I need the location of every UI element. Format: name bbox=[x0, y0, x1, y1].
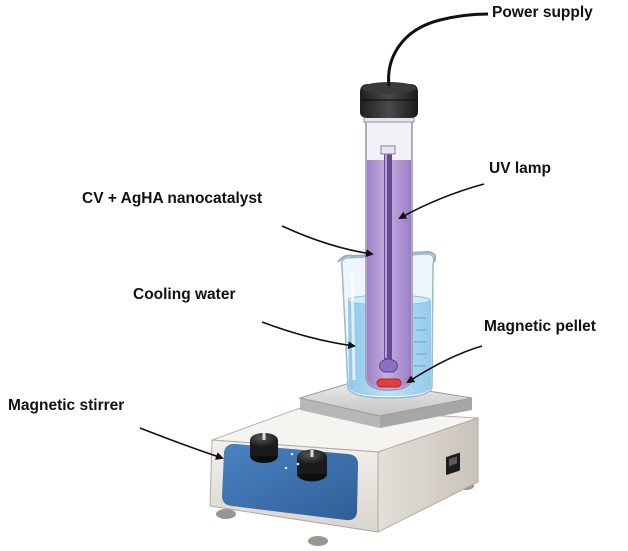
arrow-icon bbox=[139, 427, 224, 460]
plate-side-edge bbox=[380, 398, 472, 428]
label-uv-lamp: UV lamp bbox=[489, 160, 552, 177]
magnetic-stirrer bbox=[209, 407, 479, 546]
label-magnetic-stirrer: Magnetic stirrer bbox=[8, 397, 125, 414]
uv-lamp-holder bbox=[380, 145, 396, 155]
knob-scale-dot bbox=[290, 452, 294, 456]
magnetic-pellet bbox=[376, 378, 402, 388]
uv-lamp-highlight bbox=[385, 152, 387, 358]
power-cable bbox=[387, 12, 489, 87]
label-power-supply: Power supply bbox=[492, 4, 593, 21]
callout-arrows bbox=[139, 183, 485, 460]
label-cooling-water: Cooling water bbox=[133, 286, 236, 303]
stirrer-foot bbox=[308, 536, 328, 546]
arrow-icon bbox=[398, 183, 485, 219]
knob-scale-dot bbox=[284, 466, 288, 470]
knob-scale-dot bbox=[296, 462, 300, 466]
label-cv-agha: CV + AgHA nanocatalyst bbox=[82, 190, 263, 207]
arrow-icon bbox=[281, 225, 374, 258]
knob-icon[interactable] bbox=[250, 433, 278, 463]
arrow-icon bbox=[261, 321, 356, 350]
tube-cap-top bbox=[362, 82, 416, 94]
label-magnetic-pellet: Magnetic pellet bbox=[484, 318, 596, 335]
power-switch-icon[interactable] bbox=[446, 452, 460, 476]
stirrer-foot bbox=[216, 509, 236, 519]
beaker-highlight bbox=[350, 271, 356, 381]
knob-icon[interactable] bbox=[297, 449, 327, 482]
beaker-graduations bbox=[414, 317, 426, 367]
stir-rod-tip bbox=[379, 358, 398, 373]
plate-front-edge bbox=[300, 398, 380, 428]
arrow-icon bbox=[406, 345, 483, 384]
